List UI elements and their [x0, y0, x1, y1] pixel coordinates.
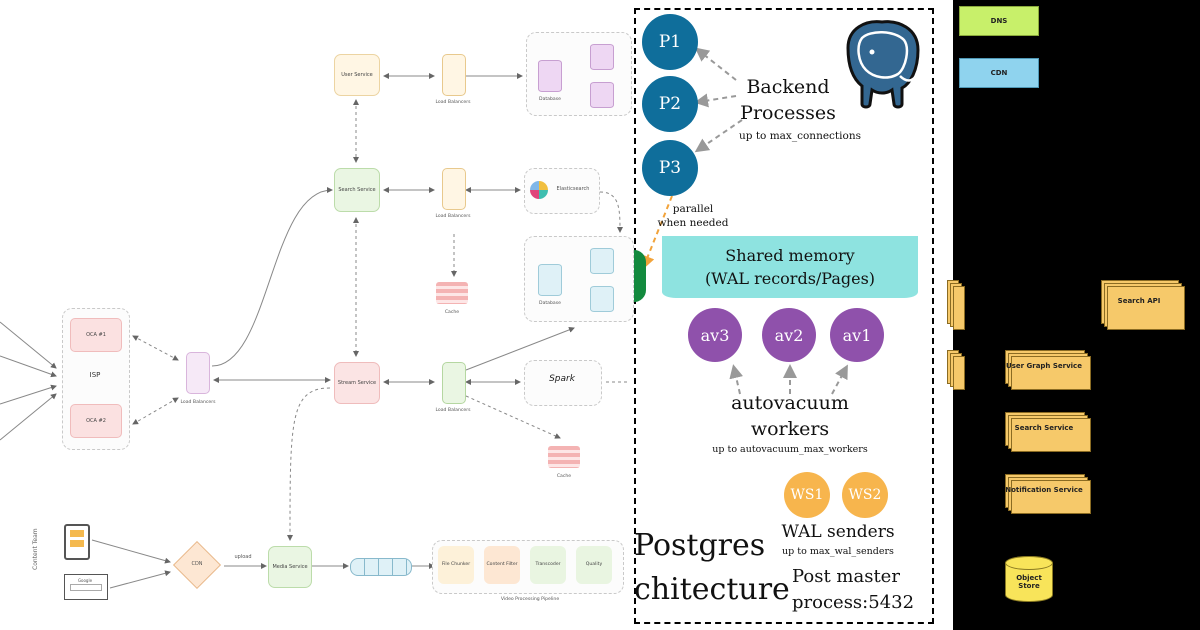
- isp-title: ISP: [89, 371, 101, 379]
- user-graph-service-label: User Graph Service: [1006, 362, 1082, 370]
- pipeline-caption: Video Processing Pipeline: [500, 597, 560, 602]
- dns-node[interactable]: DNS: [959, 6, 1039, 36]
- wal-sender-ws1[interactable]: WS1: [784, 472, 830, 518]
- notification-service-label: Notification Service: [1005, 486, 1083, 494]
- user-graph-service-stack[interactable]: User Graph Service: [1005, 350, 1091, 390]
- pipeline-step-transcoder[interactable]: Transcoder: [530, 546, 566, 584]
- search-api-label: Search API: [1117, 297, 1161, 305]
- card-layer: [953, 356, 965, 390]
- oca-1[interactable]: OCA #1: [70, 318, 122, 352]
- database-1-replica-a: [590, 44, 614, 70]
- max-connections-note: up to max_connections: [739, 130, 861, 142]
- oca-2[interactable]: OCA #2: [70, 404, 122, 438]
- cache-2-icon: [548, 446, 580, 468]
- database-1-replica-b: [590, 82, 614, 108]
- pipeline-step-file-chunker[interactable]: File Chunker: [438, 546, 474, 584]
- pipeline-step-content-filter[interactable]: Content Filter: [484, 546, 520, 584]
- postgres-title-line2: chitecture: [634, 572, 790, 607]
- media-service[interactable]: Media Service: [268, 546, 312, 588]
- database-2-primary: [538, 264, 562, 296]
- database-2-replica-a: [590, 248, 614, 274]
- autovacuum-label: autovacuum workers: [731, 392, 849, 440]
- message-queue[interactable]: [350, 558, 412, 576]
- object-store-top: [1005, 556, 1053, 570]
- browser-google-label: Google: [77, 578, 93, 583]
- partial-stack-2: [947, 350, 965, 390]
- backend-process-p2[interactable]: P2: [642, 76, 698, 132]
- search-service-stack[interactable]: Search Service: [1005, 412, 1091, 452]
- content-team-label: Content Team: [32, 528, 39, 570]
- user-lb-label: Load Balancers: [435, 100, 471, 105]
- card-layer: [1107, 286, 1185, 330]
- postmaster-line2: process:5432: [792, 592, 915, 613]
- browser-window-icon: [64, 574, 108, 600]
- card-layer: [953, 286, 965, 330]
- main-load-balancer[interactable]: [186, 352, 210, 394]
- pipeline-step-quality[interactable]: Quality: [576, 546, 612, 584]
- shared-memory-label: Shared memory (WAL records/Pages): [704, 246, 876, 288]
- card-layer: [1011, 356, 1091, 390]
- spark-box: [524, 360, 602, 406]
- shared-memory-block[interactable]: [662, 236, 918, 298]
- cdn-node-right[interactable]: CDN: [959, 58, 1039, 88]
- search-api-stack[interactable]: Search API: [1101, 280, 1185, 330]
- search-load-balancer[interactable]: [442, 168, 466, 210]
- tablet-screen-bottom: [70, 540, 84, 547]
- autovacuum-max-note: up to autovacuum_max_workers: [712, 444, 868, 455]
- stream-load-balancer[interactable]: [442, 362, 466, 404]
- main-lb-label: Load Balancers: [180, 400, 216, 405]
- user-service[interactable]: User Service: [334, 54, 380, 96]
- cdn-label: CDN: [191, 561, 203, 567]
- notification-service-stack[interactable]: Notification Service: [1005, 474, 1091, 514]
- wal-senders-label: WAL senders: [781, 522, 895, 542]
- user-load-balancer[interactable]: [442, 54, 466, 96]
- service-map-panel: DNS CDN Search API User Graph Service Se…: [947, 0, 1200, 630]
- database-1-label: Database: [539, 97, 561, 102]
- autovacuum-worker-av1[interactable]: av1: [830, 308, 884, 362]
- object-store-label: Object Store: [1016, 574, 1042, 590]
- search-service[interactable]: Search Service: [334, 168, 380, 212]
- card-layer: [1011, 480, 1091, 514]
- postmaster-line1: Post master: [792, 566, 900, 587]
- cache-2-label: Cache: [556, 474, 572, 479]
- cache-1-icon: [436, 282, 468, 304]
- postgres-architecture-panel: P1 P2 P3 Backend Processes up to max_con…: [634, 8, 934, 624]
- postgres-title-line1: Postgres: [634, 528, 766, 563]
- green-process-edge: [634, 250, 646, 302]
- cache-1-label: Cache: [444, 310, 460, 315]
- database-2-replica-b: [590, 286, 614, 312]
- wal-senders-max-note: up to max_wal_senders: [782, 546, 894, 557]
- tablet-screen-top: [70, 530, 84, 537]
- database-1-primary: [538, 60, 562, 92]
- autovacuum-worker-av3[interactable]: av3: [688, 308, 742, 362]
- elasticsearch-label: Elasticsearch: [556, 186, 590, 192]
- postgres-elephant-icon: [846, 20, 920, 109]
- system-design-diagram: OCA #1 ISP OCA #2 Load Balancers User Se…: [0, 32, 634, 602]
- elasticsearch-icon: [530, 181, 548, 199]
- browser-search-bar: [70, 584, 102, 591]
- backend-processes-label: Backend Processes: [740, 76, 836, 124]
- postgres-arrows: [641, 47, 848, 395]
- wal-sender-ws2[interactable]: WS2: [842, 472, 888, 518]
- backend-process-p1[interactable]: P1: [642, 14, 698, 70]
- search-service-label: Search Service: [1014, 424, 1074, 432]
- upload-label: upload: [234, 554, 252, 560]
- backend-process-p3[interactable]: P3: [642, 140, 698, 196]
- autovacuum-worker-av2[interactable]: av2: [762, 308, 816, 362]
- stream-service[interactable]: Stream Service: [334, 362, 380, 404]
- parallel-note: parallel when needed: [657, 203, 729, 229]
- stream-lb-label: Load Balancers: [435, 408, 471, 413]
- spark-label: Spark: [549, 374, 575, 384]
- partial-stack-1: [947, 280, 965, 330]
- card-layer: [1011, 418, 1091, 452]
- search-lb-label: Load Balancers: [435, 214, 471, 219]
- database-2-label: Database: [539, 301, 561, 306]
